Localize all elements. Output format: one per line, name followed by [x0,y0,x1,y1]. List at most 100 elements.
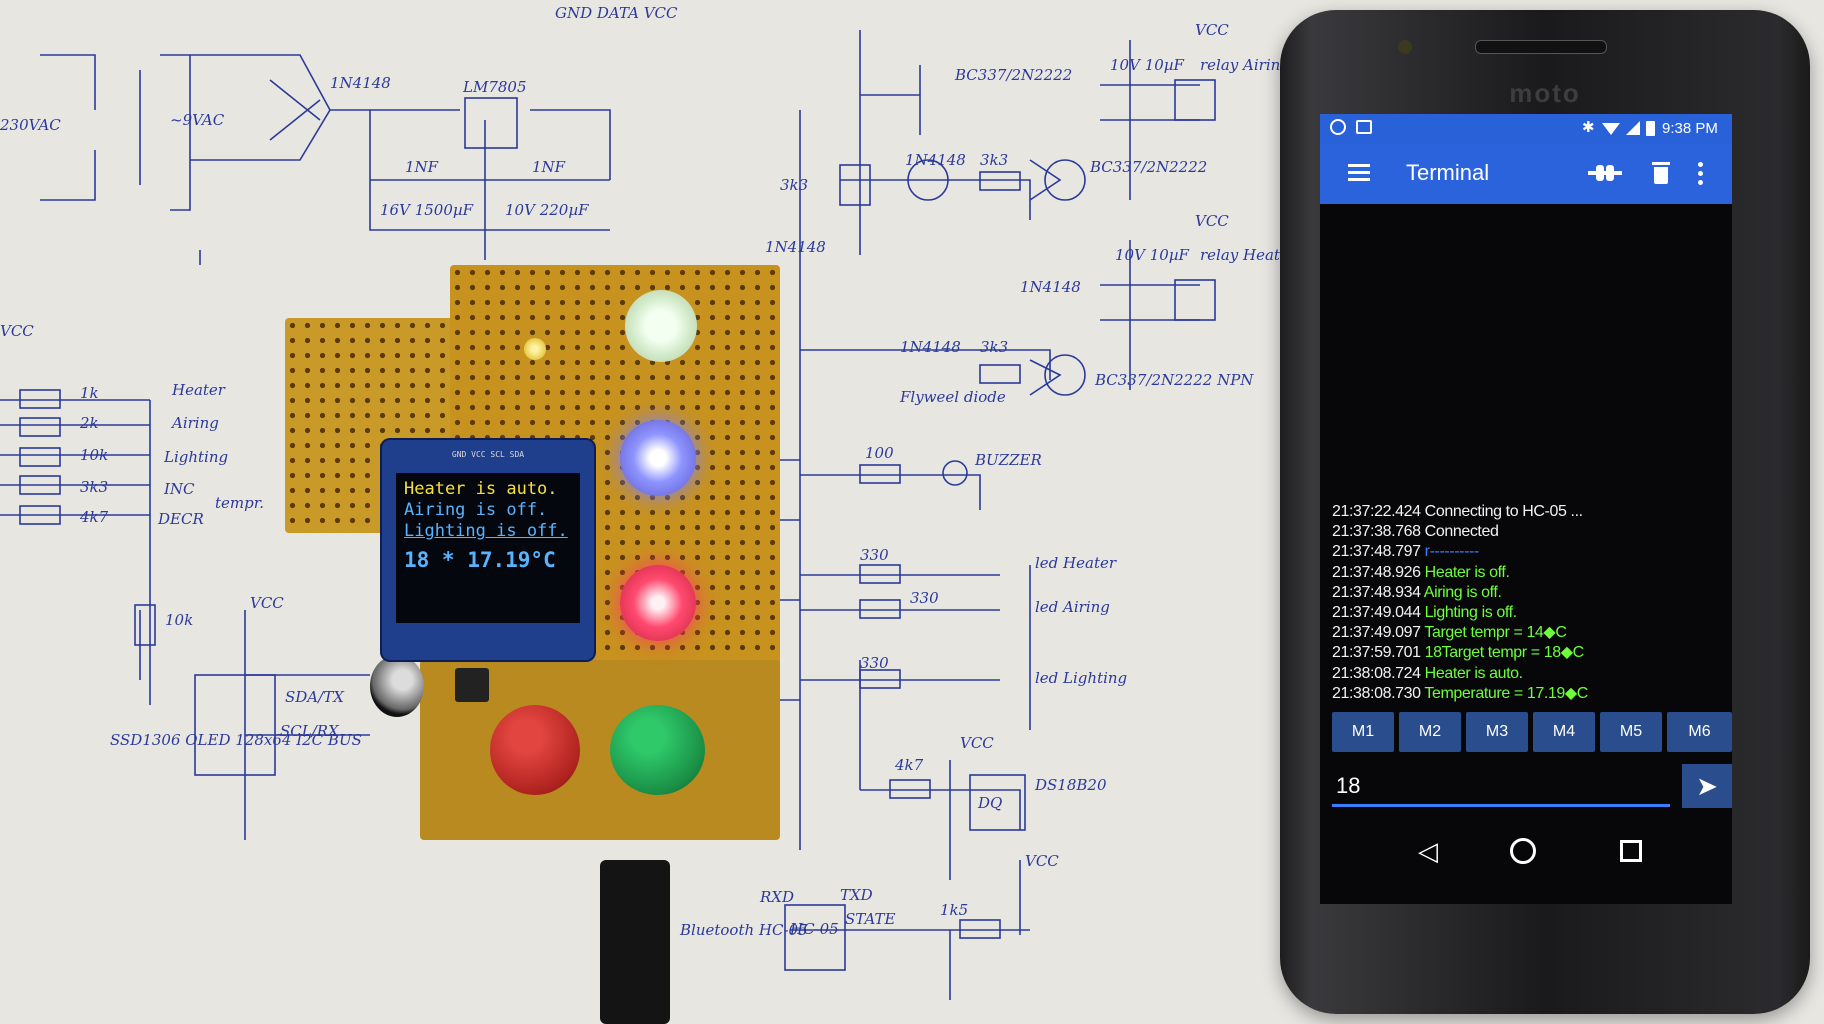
sch-label: VCC [960,734,994,752]
sch-label: DS18B20 [1034,776,1107,794]
terminal-line: 21:38:08.730 Temperature = 17.19◆C [1332,684,1588,702]
send-icon[interactable]: ➤ [1682,764,1732,808]
sch-label: 1k [80,384,99,402]
push-button-red [490,705,580,795]
notification-icon [1330,119,1346,135]
nav-home-icon[interactable] [1510,838,1536,864]
terminal-line: 21:37:48.797 r---------- [1332,543,1479,561]
pushbutton-small [455,668,489,702]
oled-screen: Heater is auto. Airing is off. Lighting … [396,473,580,623]
sch-label: 10k [80,446,108,464]
led-blue [620,420,696,496]
sch-label: LM7805 [462,78,527,96]
wifi-icon [1602,123,1620,135]
push-button-green [610,705,705,795]
sch-label: tempr. [215,494,264,512]
sch-label: 3k3 [780,176,808,194]
hamburger-menu-icon[interactable] [1348,164,1370,181]
sch-label: 2k [79,414,99,432]
battery-icon [1646,121,1655,136]
phone-brand: moto [1509,78,1581,108]
sch-label: 1N4148 [1020,278,1081,296]
sch-label: relay Airing [1200,56,1290,74]
connect-plug-icon[interactable] [1588,164,1622,182]
sch-label: SSD1306 OLED 128x64 I2C BUS [110,731,362,749]
app-title: Terminal [1406,160,1490,185]
sch-label: 4k7 [894,756,924,774]
front-camera [1398,40,1412,54]
sch-label: 1NF [405,158,439,176]
sch-label: BC337/2N2222 NPN [1094,371,1254,389]
sch-label: 10V 10µF [1110,56,1185,74]
smartphone: moto ✱ 9:38 PM Terminal [1280,10,1810,1014]
sch-label: 1N4148 [905,151,966,169]
sch-label: VCC [1025,852,1059,870]
sch-label: Flyweel diode [899,388,1006,406]
oled-line-lighting: Lighting is off. [404,521,568,541]
terminal-output: 21:37:22.424 Connecting to HC-05 ... 21:… [1332,502,1732,704]
more-vert-icon[interactable] [1698,162,1704,186]
earpiece-speaker [1475,40,1607,54]
oled-module: GND VCC SCL SDA Heater is auto. Airing i… [382,440,594,660]
macro-button-row: M1 M2 M3 M4 M5 M6 [1332,712,1732,752]
sch-label: RXD [759,888,794,906]
sch-label: ~9VAC [170,111,225,129]
sch-label: BC337/2N2222 [1089,158,1207,176]
sch-label: DQ [977,794,1002,812]
oled-line-heater: Heater is auto. [404,479,558,499]
nav-back-icon[interactable]: ◁ [1418,836,1438,866]
sch-label: 330 [860,654,889,672]
macro-button-m6[interactable]: M6 [1667,712,1732,752]
sch-label: led Airing [1035,598,1110,616]
terminal-line: 21:37:59.701 18Target tempr = 18◆C [1332,644,1584,662]
sch-label: INC [163,480,195,498]
sch-label: 3k3 [80,478,108,496]
oled-temperature: 18 * 17.19°C [404,548,556,572]
app-bar: Terminal [1320,144,1732,204]
sch-label: Airing [170,414,219,432]
sch-label: HC-05 [789,920,839,938]
phone-screen: ✱ 9:38 PM Terminal [1320,114,1732,904]
oled-line-airing: Airing is off. [404,500,548,520]
sch-label: VCC [1195,212,1229,230]
sch-label: Lighting [163,448,228,466]
send-text-input[interactable] [1332,768,1670,807]
sch-label: 10V 220µF [505,201,589,219]
sch-label: 1N4148 [900,338,961,356]
sch-label: 3k3 [980,151,1008,169]
sch-label: SDA/TX [285,688,345,706]
bluetooth-icon: ✱ [1582,119,1595,136]
trash-icon[interactable] [1652,162,1670,184]
usb-cable [600,860,670,1024]
terminal-line: 21:37:48.926 Heater is off. [1332,563,1510,581]
macro-button-m5[interactable]: M5 [1600,712,1662,752]
signal-icon [1626,121,1640,135]
sch-label: 330 [860,546,889,564]
sch-label: 1NF [532,158,566,176]
terminal-line: 21:38:08.724 Heater is auto. [1332,664,1523,682]
led-yellow-small [524,338,546,360]
sch-label: 330 [910,589,939,607]
terminal-line: 21:37:49.097 Target tempr = 14◆C [1332,624,1567,642]
sch-label: 16V 1500µF [380,201,474,219]
macro-button-m1[interactable]: M1 [1332,712,1394,752]
sch-label: 4k7 [79,508,109,526]
macro-button-m4[interactable]: M4 [1533,712,1595,752]
sch-label: DECR [157,510,204,528]
oled-pin-labels: GND VCC SCL SDA [451,450,525,459]
terminal-line: 21:37:49.044 Lighting is off. [1332,604,1517,622]
android-nav-bar: ◁ [1320,824,1732,884]
sch-label: BUZZER [974,451,1042,469]
sch-label: 1k5 [940,901,968,919]
sch-label: STATE [845,910,895,928]
sch-label: BC337/2N2222 [954,66,1072,84]
macro-button-m2[interactable]: M2 [1399,712,1461,752]
nav-recents-icon[interactable] [1620,840,1642,862]
sch-label: 10k [165,611,193,629]
sch-label: led Heater [1035,554,1117,572]
terminal-line: 21:37:48.934 Airing is off. [1332,583,1502,601]
sch-label: Heater [171,381,226,399]
macro-button-m3[interactable]: M3 [1466,712,1528,752]
terminal-line: 21:37:22.424 Connecting to HC-05 ... [1332,503,1583,520]
sch-label: 10V 10µF [1115,246,1190,264]
